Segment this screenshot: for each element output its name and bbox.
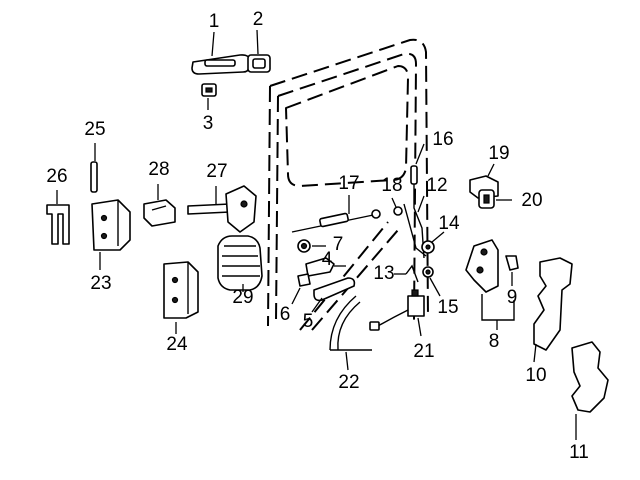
callout-12: 12	[426, 175, 447, 196]
callout-23: 23	[90, 273, 111, 294]
part-5-inside-handle	[311, 277, 356, 313]
part-17-cable	[291, 195, 381, 233]
part-13-rod-end	[394, 264, 419, 283]
callout-2: 2	[253, 9, 264, 30]
part-23-hinge	[91, 199, 131, 270]
callout-15: 15	[437, 297, 458, 318]
callout-8: 8	[489, 331, 500, 352]
callout-5: 5	[303, 311, 314, 332]
part-7-grommet	[297, 239, 326, 253]
callout-9: 9	[507, 287, 518, 308]
callout-10: 10	[525, 365, 546, 386]
part-8-latch	[465, 239, 515, 330]
part-27-door-check	[187, 185, 257, 233]
part-21-actuator	[369, 289, 425, 337]
callout-21: 21	[413, 341, 434, 362]
callout-29: 29	[232, 287, 253, 308]
part-12-lock-rod	[403, 195, 427, 257]
part-22-weatherstrip	[329, 295, 372, 371]
callout-20: 20	[521, 190, 542, 211]
part-25-rod	[90, 143, 98, 193]
part-29-boot	[217, 235, 263, 292]
part-2-handle-bezel	[247, 29, 271, 73]
callout-17: 17	[338, 173, 359, 194]
part-3-pad	[201, 83, 217, 110]
callout-14: 14	[438, 213, 460, 234]
callout-22: 22	[338, 372, 359, 393]
callout-26: 26	[46, 166, 67, 187]
callout-25: 25	[84, 119, 105, 140]
callout-16: 16	[432, 129, 453, 150]
part-24-lower-hinge	[163, 261, 199, 334]
callout-3: 3	[203, 113, 214, 134]
callout-1: 1	[209, 11, 220, 32]
callout-19: 19	[488, 143, 509, 164]
part-11-lower-trim	[571, 341, 609, 440]
part-14-lock-cylinder	[421, 231, 445, 254]
callout-4: 4	[322, 249, 333, 270]
callout-labels: 1 2 3 4 5 6 7 8 9 10 11 12 13 14 15 16 1…	[46, 9, 588, 463]
part-15-grommet	[422, 266, 441, 297]
callout-24: 24	[166, 334, 188, 355]
callout-7: 7	[333, 234, 344, 255]
part-18-rod-clip	[391, 197, 403, 216]
callout-18: 18	[381, 175, 402, 196]
part-9-latch-clip	[505, 255, 519, 286]
part-28-stop-block	[143, 184, 176, 227]
part-26-shim	[46, 190, 70, 245]
callout-13: 13	[373, 263, 394, 284]
door-frame	[267, 38, 429, 331]
callout-28: 28	[148, 159, 169, 180]
callout-11: 11	[569, 442, 589, 463]
callout-6: 6	[280, 304, 291, 325]
callout-27: 27	[206, 161, 227, 182]
part-6-clip	[291, 273, 311, 305]
part-1-outside-handle	[191, 31, 251, 75]
part-20-bushing	[478, 189, 512, 209]
part-10-trim-panel	[533, 257, 573, 363]
